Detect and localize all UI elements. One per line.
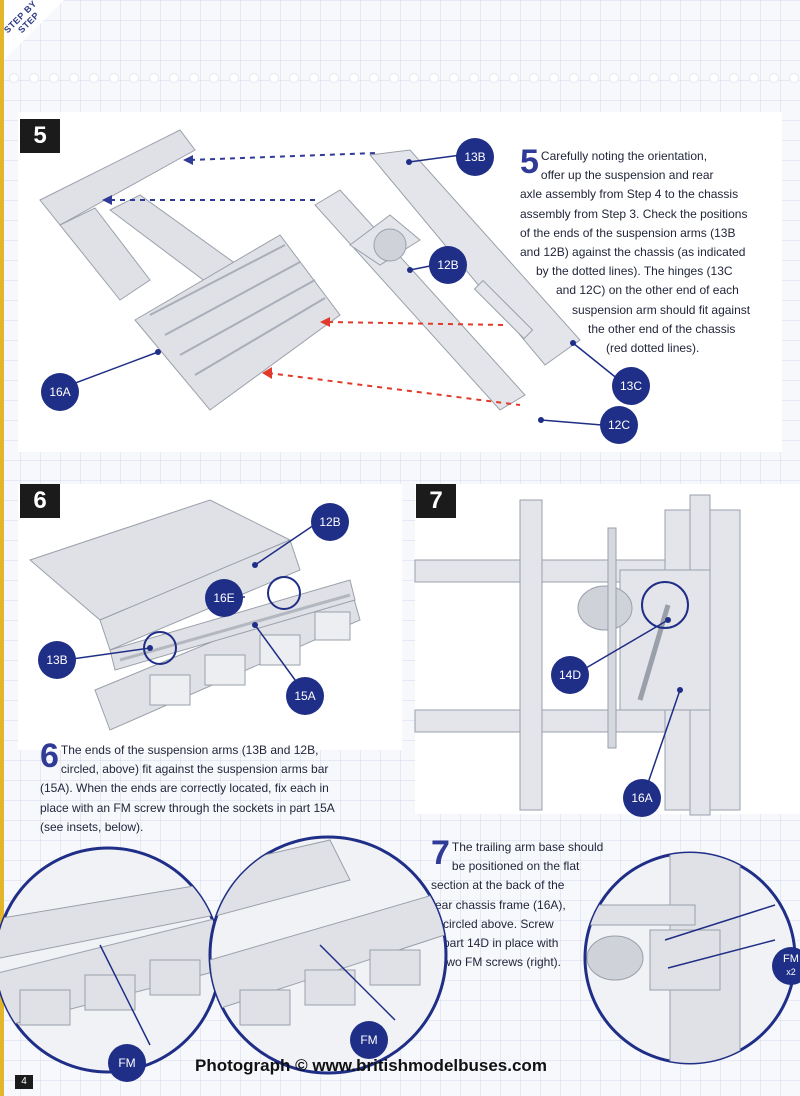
label-14d: 14D <box>551 656 589 694</box>
step6-line-2: circled, above) fit against the suspensi… <box>60 762 329 777</box>
label-12b-step6: 12B <box>311 503 349 541</box>
step5-line-1: Carefully noting the orientation, <box>540 149 708 163</box>
step6-line-3: (15A). When the ends are correctly locat… <box>40 781 329 796</box>
page-edge-strip <box>0 0 4 1096</box>
label-16e: 16E <box>205 579 243 617</box>
step7-line-1: The trailing arm base should <box>451 840 604 854</box>
photo-credit: Photograph © www.britishmodelbuses.com <box>195 1056 547 1075</box>
step7-line-7: two FM screws (right). <box>443 955 562 970</box>
step5-number: 5 <box>20 119 60 153</box>
step5-line-4: assembly from Step 3. Check the position… <box>520 206 748 221</box>
label-12c: 12C <box>600 406 638 444</box>
step6-line-4: place with an FM screw through the socke… <box>40 800 335 815</box>
page-number: 4 <box>15 1075 33 1089</box>
fm-label-x2-top: FM <box>783 953 799 965</box>
step5-line-10: the other end of the chassis <box>588 321 736 336</box>
step5-line-7: by the dotted lines). The hinges (13C <box>536 264 733 279</box>
label-13b: 13B <box>456 138 494 176</box>
corner-banner-icon <box>4 0 64 60</box>
step5-line-2: offer up the suspension and rear <box>540 168 714 183</box>
step5-line-5: of the ends of the suspension arms (13B <box>520 225 736 240</box>
fm-label-2: FM <box>350 1021 388 1059</box>
label-13c: 13C <box>612 367 650 405</box>
step6-drop-cap: 6 <box>40 737 59 775</box>
fm-label-x2-bottom: x2 <box>786 967 796 977</box>
step7-line-5: circled above. Screw <box>443 916 554 931</box>
label-16a-step7: 16A <box>623 779 661 817</box>
step7-line-6: part 14D in place with <box>443 936 559 951</box>
step7-line-2: be positioned on the flat <box>451 859 580 874</box>
step7-number: 7 <box>416 484 456 518</box>
fm-label-1: FM <box>108 1044 146 1082</box>
step6-line-5: (see insets, below). <box>40 819 144 834</box>
label-16a: 16A <box>41 373 79 411</box>
step5-line-9: suspension arm should fit against <box>572 302 751 317</box>
step7-line-3: section at the back of the <box>431 878 565 893</box>
label-13b-step6: 13B <box>38 641 76 679</box>
step6-instructions: 6 The ends of the suspension arms (13B a… <box>40 737 400 837</box>
step7-drop-cap: 7 <box>431 834 450 872</box>
step6-line-1: The ends of the suspension arms (13B and… <box>60 743 319 757</box>
step5-drop-cap: 5 <box>520 143 539 181</box>
fm-label-x2: FM x2 <box>772 947 800 985</box>
step7-instructions: 7 The trailing arm base should be positi… <box>431 834 611 972</box>
step5-line-11: (red dotted lines). <box>606 341 700 356</box>
step5-line-6: and 12B) against the chassis (as indicat… <box>520 245 746 260</box>
step7-line-4: rear chassis frame (16A), <box>431 897 566 912</box>
header-dots <box>10 74 800 82</box>
step5-instructions: 5 Carefully noting the orientation, offe… <box>520 143 765 358</box>
label-15a: 15A <box>286 677 324 715</box>
step5-line-3: axle assembly from Step 4 to the chassis <box>520 187 739 202</box>
step5-line-8: and 12C) on the other end of each <box>556 283 739 298</box>
label-12b: 12B <box>429 246 467 284</box>
step6-number: 6 <box>20 484 60 518</box>
